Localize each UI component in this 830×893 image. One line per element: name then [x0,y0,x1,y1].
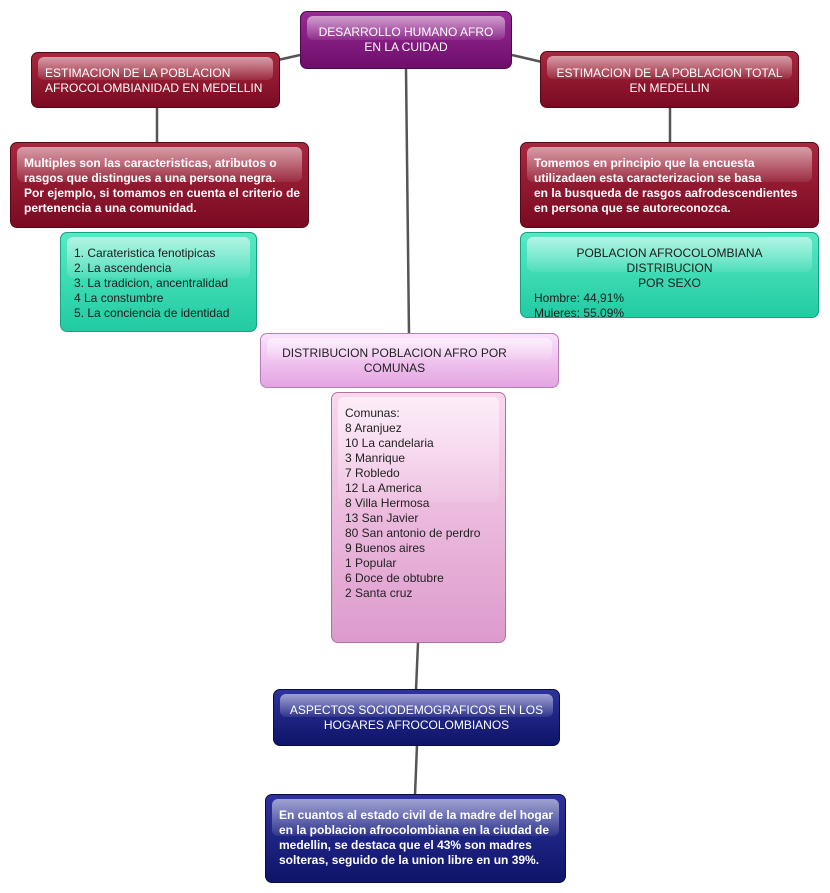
list-item: 1 Popular [345,556,397,570]
right-description-node: Tomemos en principio que la encuesta uti… [520,142,819,228]
bottom-description-line: medellin, se destaca que el 43% son madr… [279,838,532,852]
left-list-node: 1. Carateristica fenotipicas 2. La ascen… [60,232,257,332]
middle-header-node: DISTRIBUCION POBLACION AFRO POR COMUNAS [260,333,559,388]
bottom-description-line: solteras, seguido de la union libre en u… [279,853,540,867]
list-item: 2. La ascendencia [74,261,172,275]
title-line-1: DESARROLLO HUMANO AFRO [318,25,494,39]
list-item: 4 La constumbre [74,291,164,305]
connector-title-middle [404,68,411,336]
stats-women: Mujeres: 55,09% [534,306,625,318]
stats-men: Hombre: 44,91% [534,291,625,305]
right-header-line-2: EN MEDELLIN [629,81,710,95]
comunas-node: Comunas: 8 Aranjuez 10 La candelaria 3 M… [331,392,506,643]
list-item: 1. Carateristica fenotipicas [74,246,216,260]
bottom-description-line: En cuantos al estado civil de la madre d… [279,808,554,822]
connector-comunas-bottom [414,642,420,691]
right-stats-node: POBLACION AFROCOLOMBIANA DISTRIBUCION PO… [520,232,819,318]
right-header-line-1: ESTIMACION DE LA POBLACION TOTAL [556,66,783,80]
right-description-line: en la busqueda de rasgos aafrodescendien… [534,186,798,200]
connector-title-right [511,53,543,64]
stats-title-line-2: POR SEXO [638,276,701,290]
list-item: 3 Manrique [345,451,406,465]
left-description-node: Multiples son las caracteristicas, atrib… [10,142,309,228]
left-header-line-2: AFROCOLOMBIANIDAD EN MEDELLIN [45,81,263,95]
stats-title-line-1: POBLACION AFROCOLOMBIANA DISTRIBUCION [576,246,763,275]
list-item: 80 San antonio de perdro [345,526,481,540]
title-line-2: EN LA CUIDAD [364,40,448,54]
left-description-line: pertenencia a una comunidad. [24,201,197,215]
right-description-line: Tomemos en principio que la encuesta [534,156,755,170]
connector-title-left [277,53,301,62]
list-item: 2 Santa cruz [345,586,413,600]
middle-header-line-1: DISTRIBUCION POBLACION AFRO POR [282,346,507,360]
left-header-node: ESTIMACION DE LA POBLACION AFROCOLOMBIAN… [31,52,280,108]
list-item: 8 Villa Hermosa [345,496,430,510]
middle-header-line-2: COMUNAS [363,361,426,375]
left-description-line: Multiples son las caracteristicas, atrib… [24,156,277,170]
list-item: 10 La candelaria [345,436,434,450]
list-item: 9 Buenos aires [345,541,426,555]
left-header-line-1: ESTIMACION DE LA POBLACION [45,66,231,80]
right-description-line: utilizadaen esta caracterizacion se basa [534,171,762,185]
bottom-header-line-1: ASPECTOS SOCIODEMOGRAFICOS EN LOS [289,703,544,717]
list-item: 5. La conciencia de identidad [74,306,230,320]
list-item: 7 Robledo [345,466,400,480]
right-header-node: ESTIMACION DE LA POBLACION TOTAL EN MEDE… [540,51,799,108]
comunas-label: Comunas: [345,406,400,420]
list-item: 12 La America [345,481,422,495]
list-item: 6 Doce de obtubre [345,571,444,585]
list-item: 13 San Javier [345,511,419,525]
list-item: 3. La tradicion, ancentralidad [74,276,229,290]
right-description-line: en persona que se autoreconozca. [534,201,731,215]
left-description-line: rasgos que distingues a una persona negr… [24,171,276,185]
bottom-description-line: en la poblacion afrocolombiana en la ciu… [279,823,550,837]
bottom-header-line-2: HOGARES AFROCOLOMBIANOS [323,718,510,732]
bottom-header-node: ASPECTOS SOCIODEMOGRAFICOS EN LOS HOGARE… [273,689,560,746]
bottom-description-node: En cuantos al estado civil de la madre d… [265,794,566,883]
title-node: DESARROLLO HUMANO AFRO EN LA CUIDAD [300,11,512,69]
left-description-line: Por ejemplo, si tomamos en cuenta el cri… [24,186,301,200]
list-item: 8 Aranjuez [345,421,402,435]
connector-bottom-header-desc [413,744,419,796]
